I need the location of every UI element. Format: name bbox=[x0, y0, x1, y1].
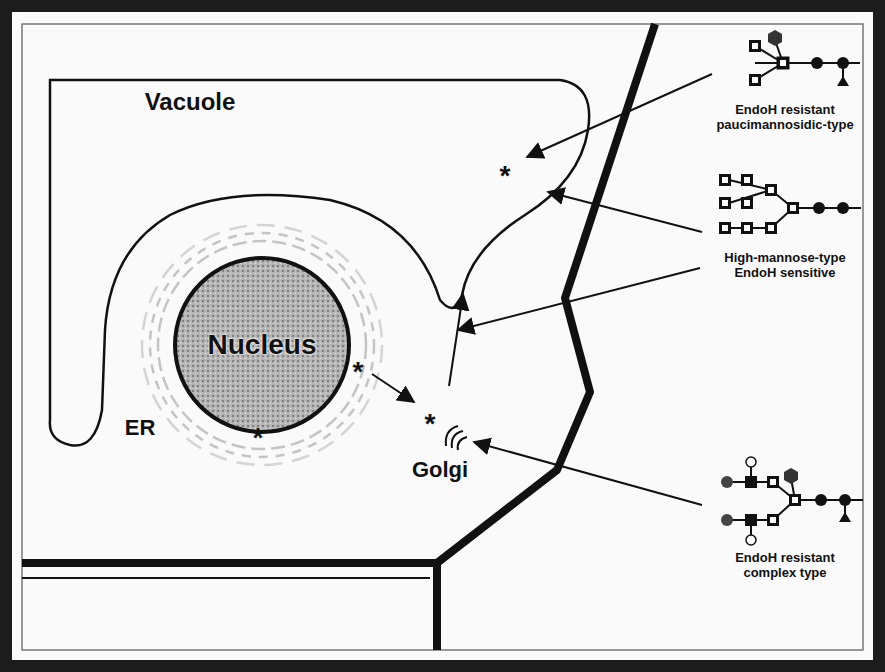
glycan-caption: EndoH resistant paucimannosidic-type bbox=[705, 103, 865, 133]
glycan-caption: High-mannose-type EndoH sensitive bbox=[710, 251, 860, 281]
organelle-label: ER bbox=[125, 415, 156, 440]
panel bbox=[12, 12, 873, 660]
glycan-complex bbox=[721, 457, 863, 545]
glycan-high-mannose bbox=[719, 174, 861, 234]
organelle-label: Vacuole bbox=[145, 88, 236, 116]
er-membrane bbox=[142, 225, 382, 465]
glycan-caption: EndoH resistant complex type bbox=[720, 551, 850, 581]
organelle-name: Nucleus bbox=[172, 255, 352, 435]
organelle-label: Golgi bbox=[412, 457, 468, 482]
cell-wall-inner bbox=[22, 577, 430, 579]
glycoprotein-marker: * bbox=[500, 160, 511, 192]
glycoprotein-marker: * bbox=[353, 356, 364, 388]
vacuole-membrane bbox=[50, 80, 589, 446]
glycoprotein-marker: * bbox=[425, 408, 436, 440]
transport-arrow bbox=[372, 74, 712, 505]
glycoprotein-marker: * bbox=[253, 422, 264, 454]
golgi-stack bbox=[446, 426, 467, 450]
cell-wall bbox=[22, 24, 655, 650]
nucleus: Nucleus bbox=[172, 255, 352, 435]
glycan-paucimannosidic bbox=[749, 30, 860, 86]
